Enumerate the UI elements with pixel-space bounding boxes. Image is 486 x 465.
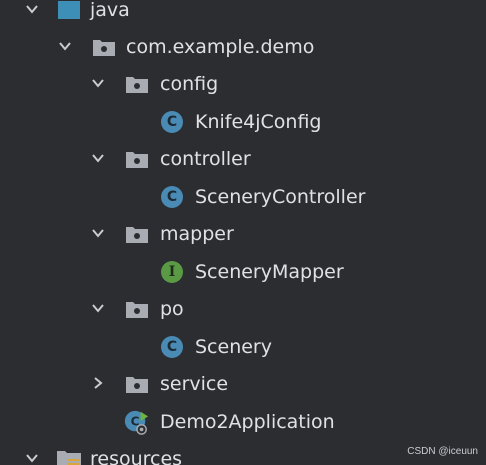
chevron-down-icon[interactable]	[88, 148, 108, 168]
tree-item-scenerymapper[interactable]: I SceneryMapper	[0, 253, 486, 290]
tree-item-label: config	[160, 73, 219, 95]
svg-text:C: C	[131, 415, 140, 429]
source-root-folder-icon	[56, 0, 82, 23]
resources-folder-icon	[56, 446, 82, 465]
tree-item-label: po	[160, 298, 184, 320]
package-folder-icon	[91, 34, 117, 60]
tree-item-label: Knife4jConfig	[195, 111, 322, 133]
tree-item-label: service	[160, 373, 229, 395]
tree-item-controller[interactable]: controller	[0, 140, 486, 177]
tree-item-label: com.example.demo	[126, 36, 315, 58]
class-icon: C	[159, 184, 185, 210]
package-folder-icon	[124, 146, 150, 172]
package-folder-icon	[124, 296, 150, 322]
chevron-right-icon[interactable]	[88, 373, 108, 393]
tree-item-service[interactable]: service	[0, 365, 486, 402]
chevron-down-icon[interactable]	[88, 223, 108, 243]
tree-item-label: SceneryController	[195, 186, 366, 208]
package-folder-icon	[124, 221, 150, 247]
tree-item-label: resources	[90, 448, 183, 465]
tree-item-label: java	[90, 0, 130, 21]
class-icon: C	[159, 109, 185, 135]
watermark: CSDN @iceuun	[407, 446, 478, 457]
package-folder-icon	[124, 71, 150, 97]
tree-item-label: controller	[160, 148, 251, 170]
tree-item-knife4jconfig[interactable]: C Knife4jConfig	[0, 103, 486, 140]
tree-item-package[interactable]: com.example.demo	[0, 28, 486, 65]
tree-item-demo2application[interactable]: C Demo2Application	[0, 403, 486, 440]
tree-item-mapper[interactable]: mapper	[0, 215, 486, 252]
tree-item-label: Demo2Application	[160, 411, 335, 433]
tree-item-scenerycontroller[interactable]: C SceneryController	[0, 178, 486, 215]
chevron-down-icon[interactable]	[22, 448, 42, 465]
tree-item-config[interactable]: config	[0, 65, 486, 102]
tree-item-label: SceneryMapper	[195, 261, 344, 283]
tree-item-scenery[interactable]: C Scenery	[0, 328, 486, 365]
tree-item-label: mapper	[160, 223, 234, 245]
spring-boot-application-icon: C	[123, 409, 149, 435]
chevron-down-icon[interactable]	[88, 298, 108, 318]
tree-item-label: Scenery	[195, 336, 272, 358]
tree-item-java[interactable]: java	[0, 0, 486, 28]
tree-item-resources[interactable]: resources	[0, 440, 486, 465]
chevron-down-icon[interactable]	[88, 73, 108, 93]
chevron-down-icon[interactable]	[55, 36, 75, 56]
interface-icon: I	[159, 259, 185, 285]
class-icon: C	[159, 334, 185, 360]
package-folder-icon	[124, 371, 150, 397]
chevron-down-icon[interactable]	[22, 0, 42, 19]
tree-item-po[interactable]: po	[0, 290, 486, 327]
